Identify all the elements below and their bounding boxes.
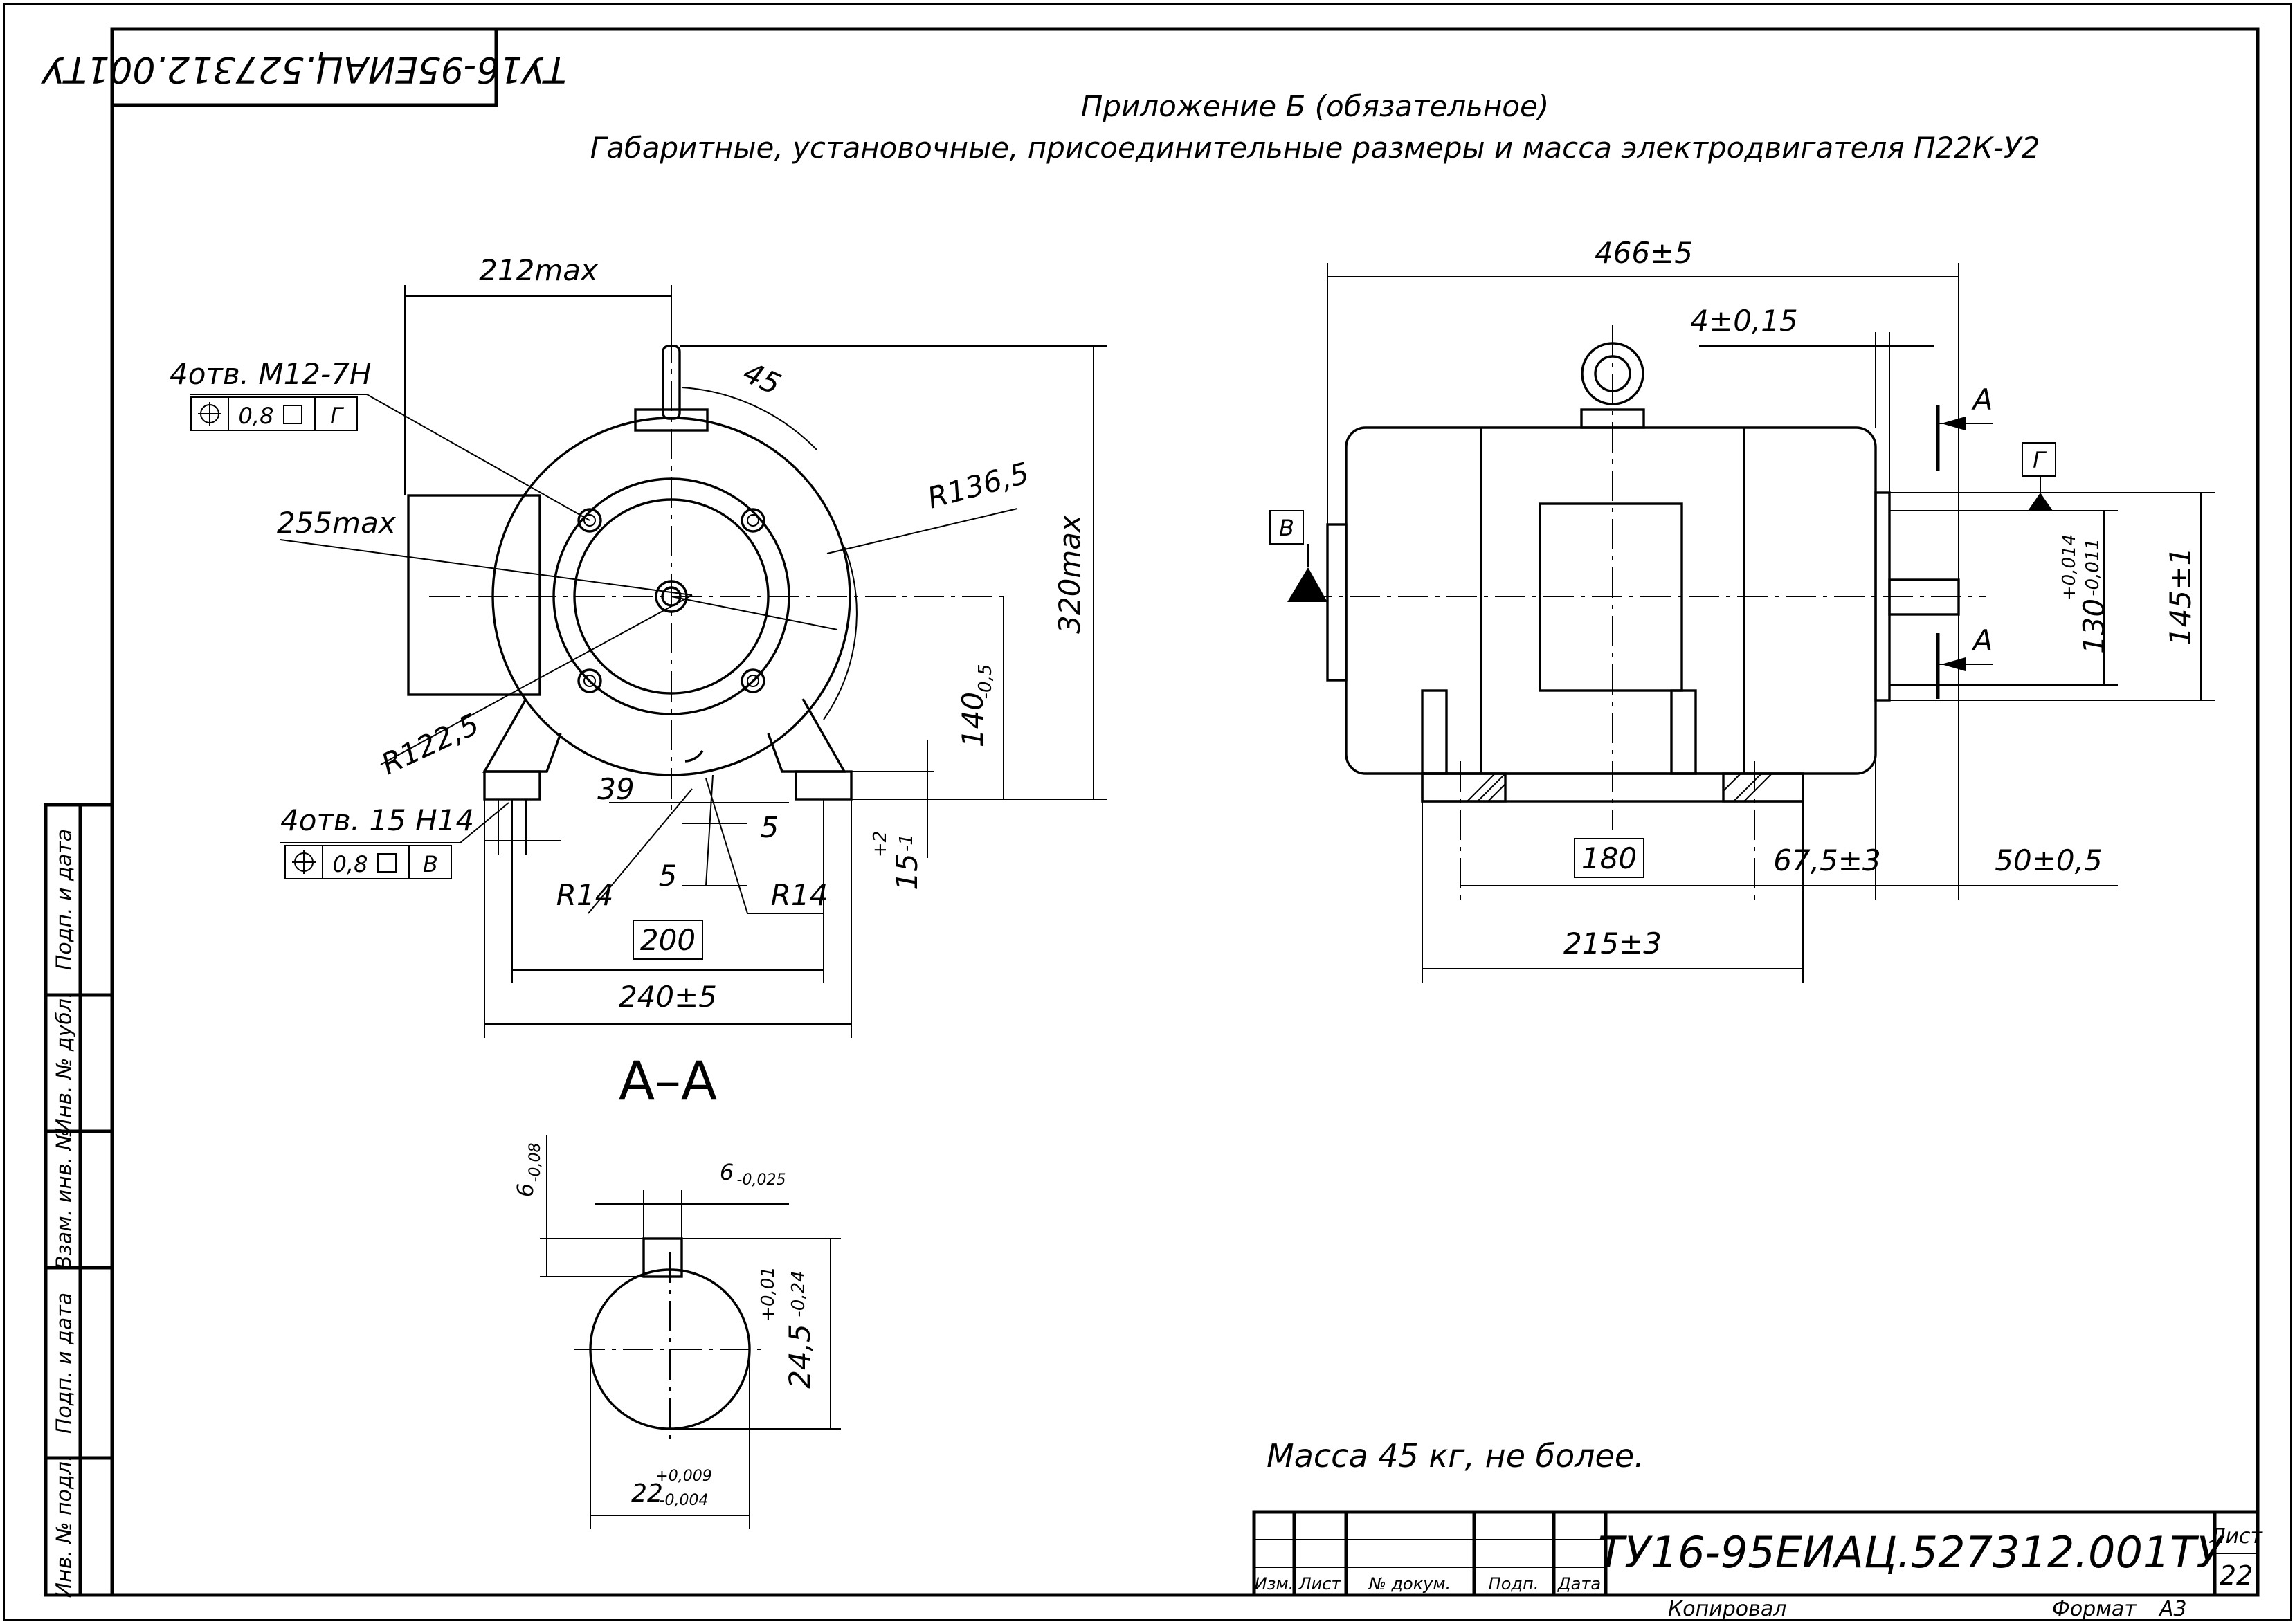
holes-top-label: 4отв. М12-7Н [170,357,371,391]
dim-24: 24,5 [783,1324,817,1389]
section-label-a-bottom: А [1971,623,1993,657]
dim-5-a: 5 [761,810,779,844]
dim-320max: 320max [1053,514,1087,634]
front-dims [190,285,1107,1038]
dim-140-tol: -0,5 [975,664,996,700]
title-block-col-list: Лист [1298,1574,1342,1594]
dim-24-up: +0,01 [758,1266,779,1322]
dim-15: 15 [890,853,924,890]
sheet-frame [3,3,2292,1621]
dim-45: 45 [738,355,786,401]
dim-130-up: +0,014 [2059,534,2080,601]
dim-22: 22 [631,1479,663,1508]
dim-22-up: +0,009 [655,1468,711,1485]
title-line-2: Габаритные, установочные, присоединитель… [590,131,2040,165]
section-view [540,1135,841,1529]
tolerance-frame-top [190,396,358,431]
side-stamp-5: Подп. и дата [53,829,77,970]
title-block [1252,1510,2260,1597]
dim-180: 180 [1581,841,1637,875]
section-label-a-top: А [1971,383,1993,417]
dim-6w: 6 [720,1159,734,1185]
dim-67: 67,5±3 [1773,843,1880,877]
copied-label: Копировал [1668,1597,1786,1621]
title-block-sheet-number: 22 [2220,1560,2253,1591]
dim-R122: R122,5 [377,707,484,782]
dim-15-up: +2 [870,831,891,857]
datum-v: В [1279,515,1294,541]
dim-466: 466±5 [1595,236,1693,270]
section-title: А–А [619,1050,717,1111]
tolerance-frame-bottom [284,845,452,879]
dim-R14-a: R14 [556,878,614,912]
tol-top-datum: Г [330,403,344,429]
title-block-sheet-label: Лист [2209,1524,2264,1549]
dim-240: 240±5 [619,980,717,1014]
dim-R136: R136,5 [924,456,1033,516]
side-stamp-1: Инв. № подл. [53,1455,77,1598]
dim-6h-tol: -0,08 [527,1143,544,1183]
side-dims [1327,263,2215,983]
dim-4: 4±0,15 [1690,304,1797,338]
dim-200-box [633,920,703,960]
holes-bottom-label: 4отв. 15 Н14 [280,803,474,837]
tol-bottom-datum: В [423,851,438,877]
dim-130: 130 [2077,599,2111,654]
title-line-1: Приложение Б (обязательное) [1081,89,1549,123]
dim-24-low: -0,24 [788,1270,809,1317]
dim-130-low: -0,011 [2083,538,2103,596]
format-label: Формат [2052,1597,2137,1621]
stamp-top: ТУ16-95ЕИАЦ.527312.001ТУ [40,48,566,90]
dim-145: 145±1 [2164,547,2197,646]
tol-top-value: 0,8 [239,403,274,429]
format-value: А3 [2158,1597,2187,1621]
dim-39: 39 [597,772,634,806]
side-stamp-3: Взам. инв. № [53,1129,77,1270]
dim-6h: 6 [512,1183,538,1197]
dim-5-b: 5 [659,859,678,893]
dim-212max: 212max [479,253,599,287]
dim-22-low: -0,004 [660,1492,709,1509]
title-block-col-date: Дата [1557,1574,1601,1594]
datum-g: Г [2033,447,2047,473]
dim-15-low: -1 [896,834,917,852]
title-block-col-sign: Подп. [1489,1574,1539,1594]
dim-215: 215±3 [1563,927,1662,960]
side-stamp-2: Подп. и дата [53,1293,77,1434]
title-block-col-doc: № докум. [1368,1574,1451,1594]
dim-200: 200 [640,923,696,957]
dim-140: 140 [956,692,990,747]
mass-note: Масса 45 кг, не более. [1267,1437,1644,1475]
title-block-col-izm: Изм. [1255,1574,1294,1594]
side-stamp-4: Инв. № дубл. [53,992,77,1133]
side-view [1269,325,2056,900]
tol-bottom-value: 0,8 [333,851,368,877]
dim-R14-b: R14 [771,878,828,912]
dim-180-box [1574,838,1644,878]
front-view [407,332,1004,816]
dim-50: 50±0,5 [1995,843,2102,877]
title-block-designation: ТУ16-95ЕИАЦ.527312.001ТУ [1598,1527,2225,1578]
dim-255max: 255max [277,506,397,540]
dim-6w-tol: -0,025 [737,1171,786,1189]
